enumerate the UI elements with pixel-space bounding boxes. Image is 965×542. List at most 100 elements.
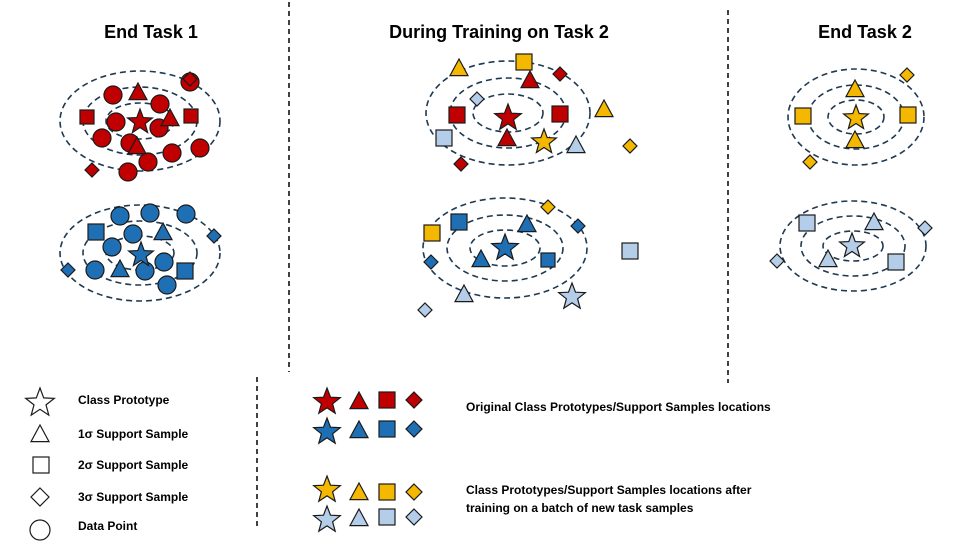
triangle-icon [448, 57, 470, 77]
square-icon [378, 391, 396, 409]
square-icon [448, 106, 466, 124]
square-icon [515, 53, 533, 71]
triangle-icon [593, 98, 615, 118]
square-icon [450, 213, 468, 231]
triangle-icon [453, 283, 475, 303]
triangle-icon [817, 248, 839, 268]
star-icon [557, 281, 587, 310]
caption-after-line1: Class Prototypes/Support Samples locatio… [466, 483, 752, 497]
star-icon [312, 416, 342, 445]
diamond-icon [453, 156, 469, 172]
star-icon [490, 232, 520, 261]
circle-icon [154, 252, 174, 272]
diamond-icon [570, 218, 586, 234]
diamond-icon [206, 228, 222, 244]
square-icon [551, 105, 569, 123]
triangle-icon [348, 481, 370, 501]
star-icon [24, 386, 56, 417]
triangle-icon [496, 127, 518, 147]
diamond-icon [917, 220, 933, 236]
circle-icon [118, 162, 138, 182]
square-icon [621, 242, 639, 260]
triangle-icon [159, 107, 181, 127]
diamond-icon [84, 162, 100, 178]
circle-icon [92, 128, 112, 148]
square-icon [798, 214, 816, 232]
caption-after-line2: training on a batch of new task samples [466, 501, 694, 515]
caption-original: Original Class Prototypes/Support Sample… [466, 400, 771, 414]
circle-icon [85, 260, 105, 280]
circle-icon [190, 138, 210, 158]
circle-icon [123, 224, 143, 244]
circle-icon [102, 237, 122, 257]
title-end-task-1: End Task 1 [104, 22, 198, 42]
circle-icon [140, 203, 160, 223]
star-icon [837, 231, 867, 258]
diamond-icon [622, 138, 638, 154]
rings-training-blue [422, 197, 588, 299]
triangle-icon [863, 211, 885, 231]
legend-label-3sigma: 3σ Support Sample [78, 490, 189, 504]
star-icon [529, 127, 559, 154]
circle-icon [150, 94, 170, 114]
legend-label-datapoint: Data Point [78, 519, 137, 533]
triangle-icon [348, 390, 370, 410]
circle-icon [29, 519, 51, 541]
star-icon [312, 504, 342, 533]
triangle-icon [470, 248, 492, 268]
diamond-icon [405, 391, 423, 409]
diamond-icon [469, 91, 485, 107]
square-icon [435, 129, 453, 147]
triangle-icon [348, 419, 370, 439]
triangle-icon [127, 81, 149, 101]
star-icon [493, 102, 523, 131]
diamond-icon [769, 253, 785, 269]
diamond-icon [405, 483, 423, 501]
legend-label-1sigma: 1σ Support Sample [78, 427, 189, 441]
star-icon [312, 386, 342, 415]
circle-icon [110, 206, 130, 226]
square-icon [183, 108, 199, 124]
legend-label-2sigma: 2σ Support Sample [78, 458, 189, 472]
circle-icon [162, 143, 182, 163]
square-icon [32, 456, 50, 474]
circle-icon [106, 112, 126, 132]
diamond-icon [552, 66, 568, 82]
square-icon [887, 253, 905, 271]
diamond-icon [899, 67, 915, 83]
star-icon [126, 240, 156, 267]
square-icon [176, 262, 194, 280]
circle-icon [176, 204, 196, 224]
triangle-icon [29, 423, 51, 443]
shapes-layer [24, 53, 933, 541]
circle-icon [138, 152, 158, 172]
legend-label-prototype: Class Prototype [78, 393, 170, 407]
diamond-icon [417, 302, 433, 318]
diamond-icon [540, 199, 556, 215]
square-icon [378, 483, 396, 501]
circle-icon [135, 261, 155, 281]
diamond-icon [423, 254, 439, 270]
circle-icon [103, 85, 123, 105]
title-during-training: During Training on Task 2 [389, 22, 609, 42]
triangle-icon [844, 129, 866, 149]
triangle-icon [844, 78, 866, 98]
rings-task2-bottom [779, 200, 927, 292]
triangle-icon [565, 134, 587, 154]
square-icon [79, 109, 95, 125]
triangle-icon [126, 135, 148, 155]
diamond-icon [405, 420, 423, 438]
triangle-icon [348, 507, 370, 527]
circle-icon [157, 275, 177, 295]
square-icon [87, 223, 105, 241]
diamond-icon [60, 262, 76, 278]
triangle-icon [152, 221, 174, 241]
square-icon [378, 508, 396, 526]
diamond-icon [802, 154, 818, 170]
square-icon [794, 107, 812, 125]
square-icon [899, 106, 917, 124]
triangle-icon [516, 213, 538, 233]
star-icon [841, 103, 871, 130]
square-icon [423, 224, 441, 242]
